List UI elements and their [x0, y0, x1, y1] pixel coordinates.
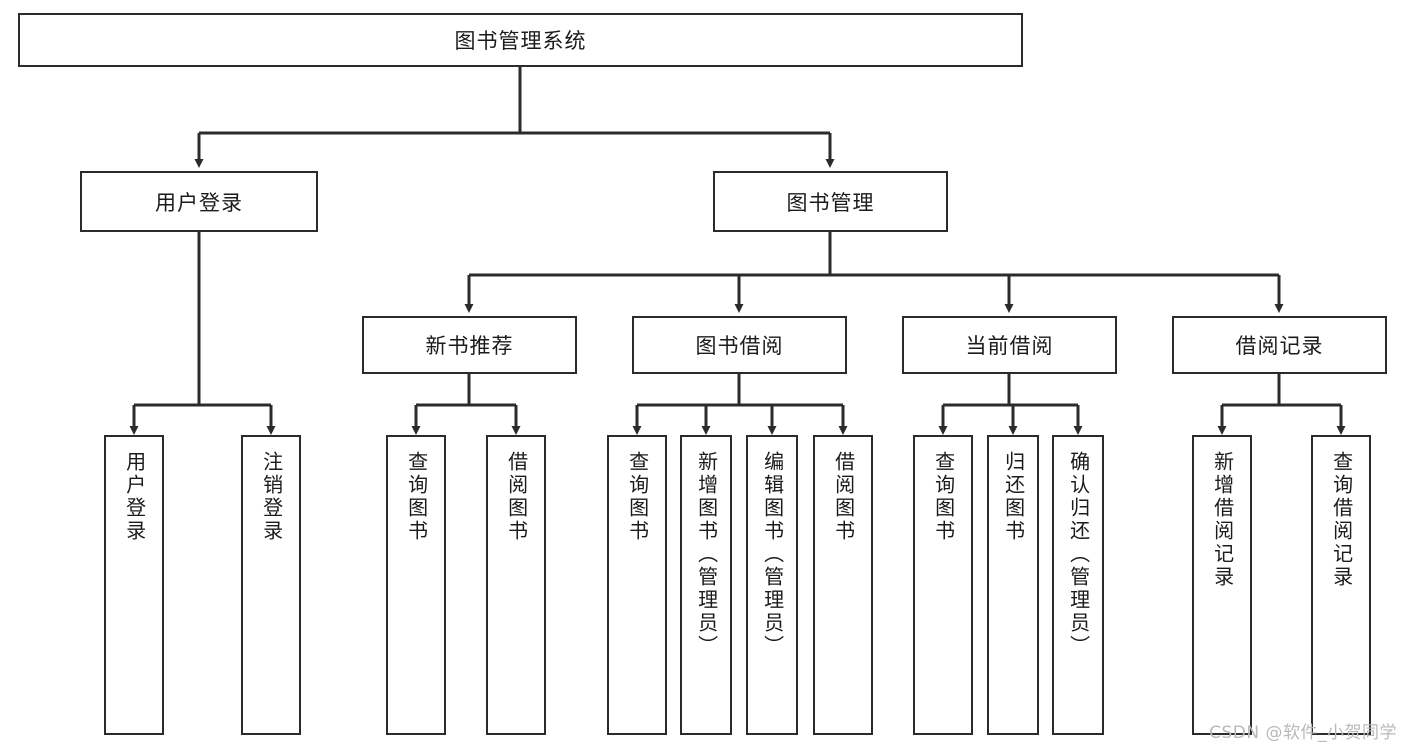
node-leaf-edit-book[interactable]: 编辑图书（管理员）: [746, 435, 798, 735]
node-root-label: 图书管理系统: [454, 29, 587, 53]
node-leaf-return-book-label: 归还图书: [1001, 451, 1026, 543]
node-leaf-logout[interactable]: 注销登录: [241, 435, 301, 735]
node-user-login-label: 用户登录: [155, 190, 243, 215]
node-leaf-user-login[interactable]: 用户登录: [104, 435, 164, 735]
node-leaf-logout-label: 注销登录: [259, 451, 284, 543]
node-leaf-add-borrow-record-label: 新增借阅记录: [1210, 451, 1235, 589]
node-root[interactable]: 图书管理系统: [18, 13, 1023, 67]
node-leaf-query-book-recommend-label: 查询图书: [404, 451, 429, 543]
node-leaf-add-book-label: 新增图书（管理员）: [694, 451, 719, 658]
node-book-borrow[interactable]: 图书借阅: [632, 316, 847, 374]
node-leaf-add-book[interactable]: 新增图书（管理员）: [680, 435, 732, 735]
node-leaf-query-borrow-record[interactable]: 查询借阅记录: [1311, 435, 1371, 735]
csdn-watermark: CSDN @软件_小贺同学: [1209, 723, 1397, 743]
node-leaf-add-borrow-record[interactable]: 新增借阅记录: [1192, 435, 1252, 735]
node-borrow-record[interactable]: 借阅记录: [1172, 316, 1387, 374]
node-leaf-borrow-book-recommend-label: 借阅图书: [504, 451, 529, 543]
node-leaf-query-book-current[interactable]: 查询图书: [913, 435, 973, 735]
node-leaf-confirm-return[interactable]: 确认归还（管理员）: [1052, 435, 1104, 735]
node-leaf-user-login-label: 用户登录: [122, 451, 147, 543]
node-leaf-query-book-recommend[interactable]: 查询图书: [386, 435, 446, 735]
node-leaf-query-book-current-label: 查询图书: [931, 451, 956, 543]
node-current-borrow-label: 当前借阅: [965, 334, 1054, 358]
node-leaf-edit-book-label: 编辑图书（管理员）: [760, 451, 785, 658]
node-borrow-record-label: 借阅记录: [1235, 334, 1324, 358]
node-leaf-query-book-borrow-label: 查询图书: [625, 451, 650, 543]
node-leaf-query-book-borrow[interactable]: 查询图书: [607, 435, 667, 735]
node-book-borrow-label: 图书借阅: [695, 334, 784, 358]
node-current-borrow[interactable]: 当前借阅: [902, 316, 1117, 374]
node-leaf-borrow-book[interactable]: 借阅图书: [813, 435, 873, 735]
node-leaf-borrow-book-label: 借阅图书: [831, 451, 856, 543]
node-new-book-recommend[interactable]: 新书推荐: [362, 316, 577, 374]
node-book-manage[interactable]: 图书管理: [713, 171, 948, 232]
node-leaf-return-book[interactable]: 归还图书: [987, 435, 1039, 735]
node-user-login[interactable]: 用户登录: [80, 171, 318, 232]
node-leaf-query-borrow-record-label: 查询借阅记录: [1329, 451, 1354, 589]
node-book-manage-label: 图书管理: [786, 190, 875, 215]
node-new-book-recommend-label: 新书推荐: [425, 334, 514, 358]
node-leaf-confirm-return-label: 确认归还（管理员）: [1066, 451, 1091, 658]
node-leaf-borrow-book-recommend[interactable]: 借阅图书: [486, 435, 546, 735]
